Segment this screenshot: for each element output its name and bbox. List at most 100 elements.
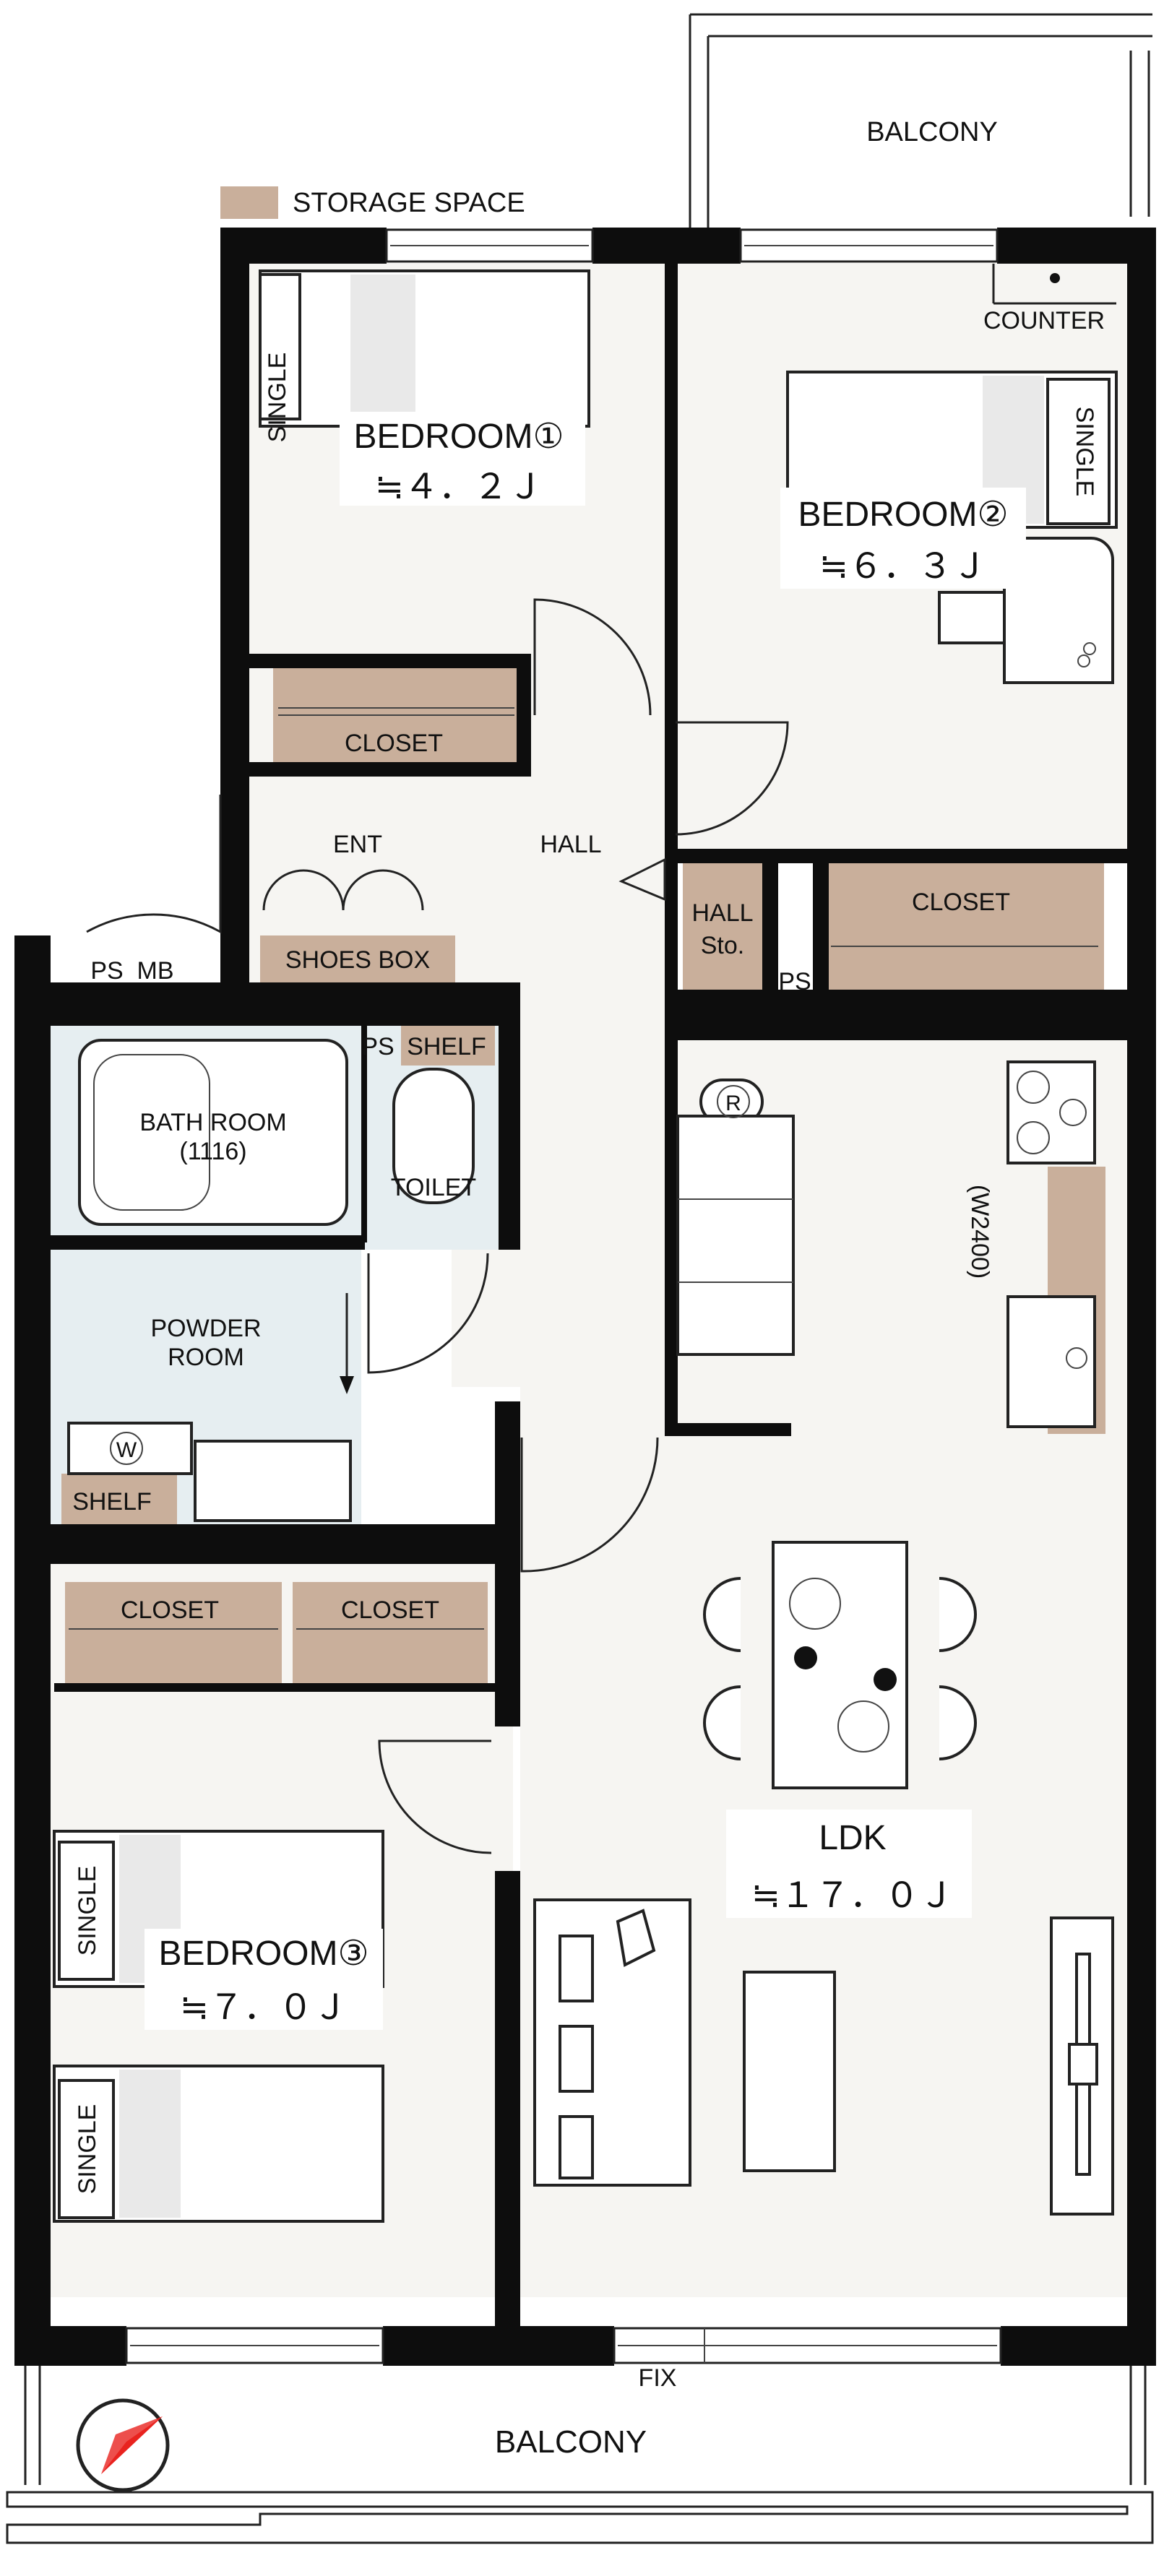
toilet-bowl (392, 1068, 475, 1204)
ps-label-entrance: PS (90, 957, 123, 985)
kitchen-sink (1006, 1295, 1096, 1428)
storage-legend-swatch (220, 186, 278, 219)
closet-label-bedroom2: CLOSET (912, 889, 1010, 916)
chair-bedroom2 (938, 591, 1006, 644)
pillow-bedroom1 (259, 273, 301, 420)
bed-bedroom1 (259, 269, 590, 428)
single-label-bedroom3-lower: SINGLE (74, 2104, 101, 2195)
wall-ldk-left-lower (495, 1871, 520, 2362)
pillow-bedroom3-lower (58, 2079, 115, 2219)
bedroom3-label: BEDROOM③ (158, 1935, 368, 1973)
wall-closet1-top (249, 654, 531, 668)
wall-kitchen-left (665, 1040, 678, 1430)
wall-bath-bottom (51, 1235, 365, 1250)
wall-wet-top (14, 982, 520, 1026)
wall-toilet-right (499, 982, 520, 1250)
bathroom-size-label: (1116) (179, 1138, 246, 1165)
wall-ldk-left-upper (495, 1401, 520, 1726)
single-label-bedroom2: SINGLE (1071, 407, 1098, 497)
mb-label: MB (137, 957, 174, 985)
shoes-box-label: SHOES BOX (285, 946, 430, 974)
ps-label-toilet: PS (361, 1033, 394, 1060)
wall-bottom-3 (1001, 2326, 1156, 2366)
wall-bedroom3-top (14, 1524, 520, 1564)
wall-left-lower (14, 935, 51, 2366)
counter-label: COUNTER (983, 307, 1105, 334)
stove (1006, 1060, 1096, 1164)
bathroom-label: BATH ROOM (139, 1109, 286, 1136)
wall-left-upper (220, 228, 249, 1015)
shelf-powder (61, 1474, 177, 1524)
wall-top-3 (997, 228, 1156, 264)
wall-top-1 (220, 228, 387, 264)
closet-bedroom3-right (293, 1582, 488, 1683)
bedroom1-area: ≒４．２Ｊ (375, 468, 543, 506)
ldk-label: LDK (819, 1819, 886, 1857)
shelf-label-toilet: SHELF (407, 1033, 486, 1060)
closet-label-bedroom1: CLOSET (345, 730, 443, 757)
bathtub (78, 1039, 348, 1226)
pillow-bedroom2 (1046, 378, 1111, 525)
hall-storage-label-2: Sto. (701, 932, 744, 959)
dining-chair-4 (939, 1685, 977, 1760)
wall-closet1-right (517, 654, 531, 777)
doors (86, 598, 789, 1854)
bedroom3-area: ≒７．０Ｊ (180, 1989, 348, 2027)
storage-legend-label: STORAGE SPACE (293, 188, 525, 218)
washer (67, 1422, 193, 1475)
coffee-table (743, 1971, 836, 2172)
single-label-bedroom1: SINGLE (264, 353, 291, 443)
powder-room-label-1: POWDER (151, 1315, 262, 1342)
bedroom1-label: BEDROOM① (353, 418, 564, 456)
walls (14, 228, 1156, 2366)
fix-label: FIX (639, 2364, 677, 2392)
wall-bath-toilet (361, 1026, 367, 1242)
vanity (194, 1440, 352, 1522)
furniture (53, 264, 1118, 2223)
refrigerator-symbol: R (725, 1092, 741, 1115)
hall-storage (683, 863, 762, 990)
ldk-area: ≒１７．０Ｊ (751, 1877, 954, 1915)
dining-chair-2 (703, 1685, 741, 1760)
powder-room-label-2: ROOM (168, 1344, 244, 1371)
bedroom2-area: ≒６．３Ｊ (819, 548, 987, 586)
wall-closet3-bottom (54, 1683, 495, 1692)
wall-ps-right (813, 863, 829, 993)
shelf-label-powder: SHELF (72, 1488, 152, 1516)
sofa (533, 1898, 691, 2187)
compass-icon (76, 2398, 170, 2492)
wall-bedroom-divider (665, 264, 678, 1051)
wall-bottom-1 (14, 2326, 126, 2366)
wall-bedroom2-bottom (665, 849, 1127, 863)
balcony-bottom-label: BALCONY (495, 2424, 647, 2460)
balcony-bottom (6, 2359, 1154, 2544)
balcony-top (689, 13, 1152, 228)
fridge-shelf (676, 1115, 795, 1356)
labels: STORAGE SPACE BALCONY COUNTER BEDROOM① ≒… (72, 117, 1105, 2460)
closet-label-bedroom3-left: CLOSET (121, 1596, 219, 1624)
pillow-bedroom3-upper (58, 1841, 115, 1981)
hall-label: HALL (540, 831, 601, 858)
closet-label-bedroom3-right: CLOSET (341, 1596, 439, 1624)
wall-top-2 (592, 228, 741, 264)
hall-storage-label-1: HALL (691, 899, 753, 927)
wall-closet1-bottom (249, 762, 531, 777)
entrance-label: ENT (333, 831, 382, 858)
closet-bedroom3-left (65, 1582, 282, 1683)
dining-chair-1 (703, 1577, 741, 1652)
dining-chair-3 (939, 1577, 977, 1652)
desk-bedroom2 (1003, 537, 1114, 684)
wall-kitchen-bottom (665, 1423, 791, 1436)
wall-ldk-top (665, 990, 1127, 1040)
kitchen-width-label: (W2400) (966, 1185, 993, 1279)
closet-bedroom1 (273, 665, 519, 762)
wall-right (1127, 228, 1156, 2366)
ps-label-hall: PS (778, 968, 811, 995)
bedroom2-label: BEDROOM② (798, 496, 1008, 534)
wall-ps-left (762, 863, 778, 993)
dining-table (772, 1541, 908, 1789)
shoes-box (260, 935, 455, 982)
windows (125, 228, 1002, 2364)
balcony-top-label: BALCONY (866, 117, 998, 147)
